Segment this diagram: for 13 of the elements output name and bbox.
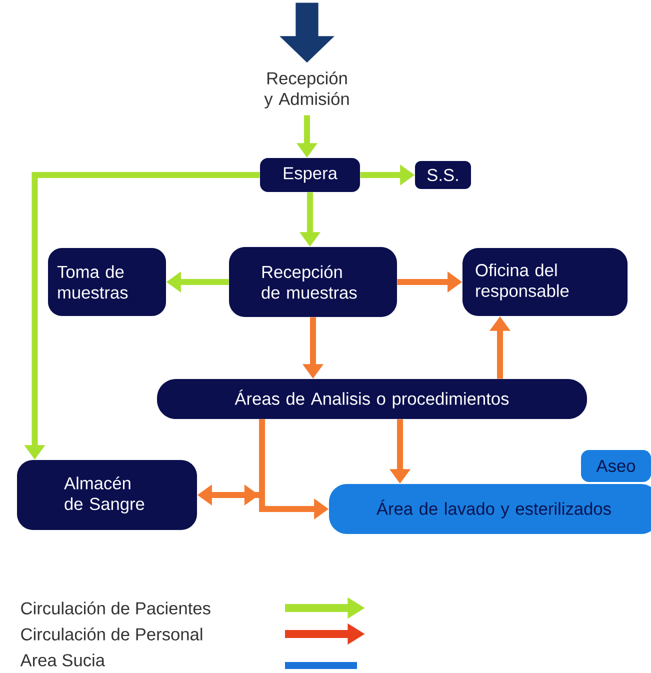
process-box: Toma de muestras [48,248,166,316]
process-box: Áreas de Analisis o procedimientos [157,379,587,419]
process-box: Almacén de Sangre [17,460,197,530]
legend-text: Circulación de Pacientes [21,602,210,614]
process-box: Oficina del responsable [462,248,628,316]
process-box: Recepción de muestras [229,247,397,317]
text-label: Recepción y Admisión [264,72,349,109]
area-box: Aseo [581,450,651,482]
process-box: Espera [260,158,360,192]
legend-text: Circulación de Personal [21,628,202,640]
legend-text: Area Sucia [20,654,106,666]
process-box: S.S. [415,161,471,189]
area-box: Área de lavado y esterilizados [329,484,651,534]
